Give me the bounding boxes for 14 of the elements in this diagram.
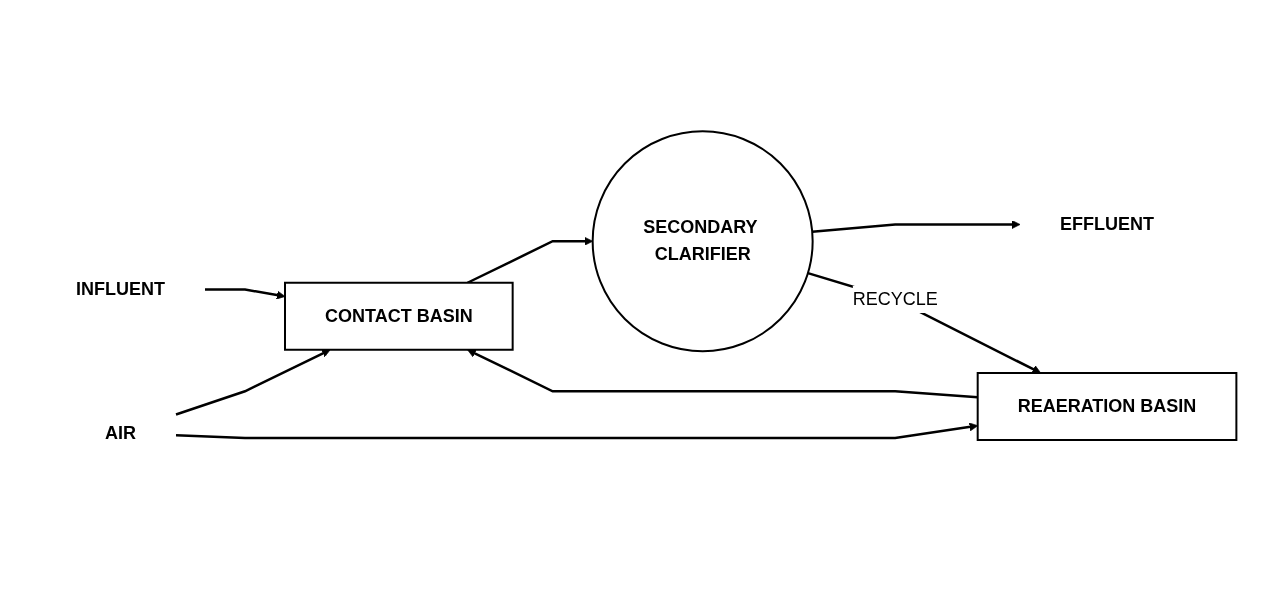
node-text: INFLUENT <box>76 278 166 299</box>
arrow <box>175 348 331 416</box>
node-text: EFFLUENT <box>1060 213 1155 234</box>
node-box: REAERATION BASIN <box>977 371 1238 441</box>
arrow <box>467 236 594 284</box>
node-box: CONTACT BASIN <box>284 281 514 351</box>
arrow <box>205 287 286 299</box>
arrow <box>812 219 1021 233</box>
arrow <box>467 348 979 398</box>
node-text: AIR <box>105 422 137 443</box>
arrow <box>807 271 1042 373</box>
node-circle: SECONDARY CLARIFIER <box>591 129 814 352</box>
arrow <box>176 422 979 439</box>
edge-label: RECYCLE <box>852 288 938 309</box>
